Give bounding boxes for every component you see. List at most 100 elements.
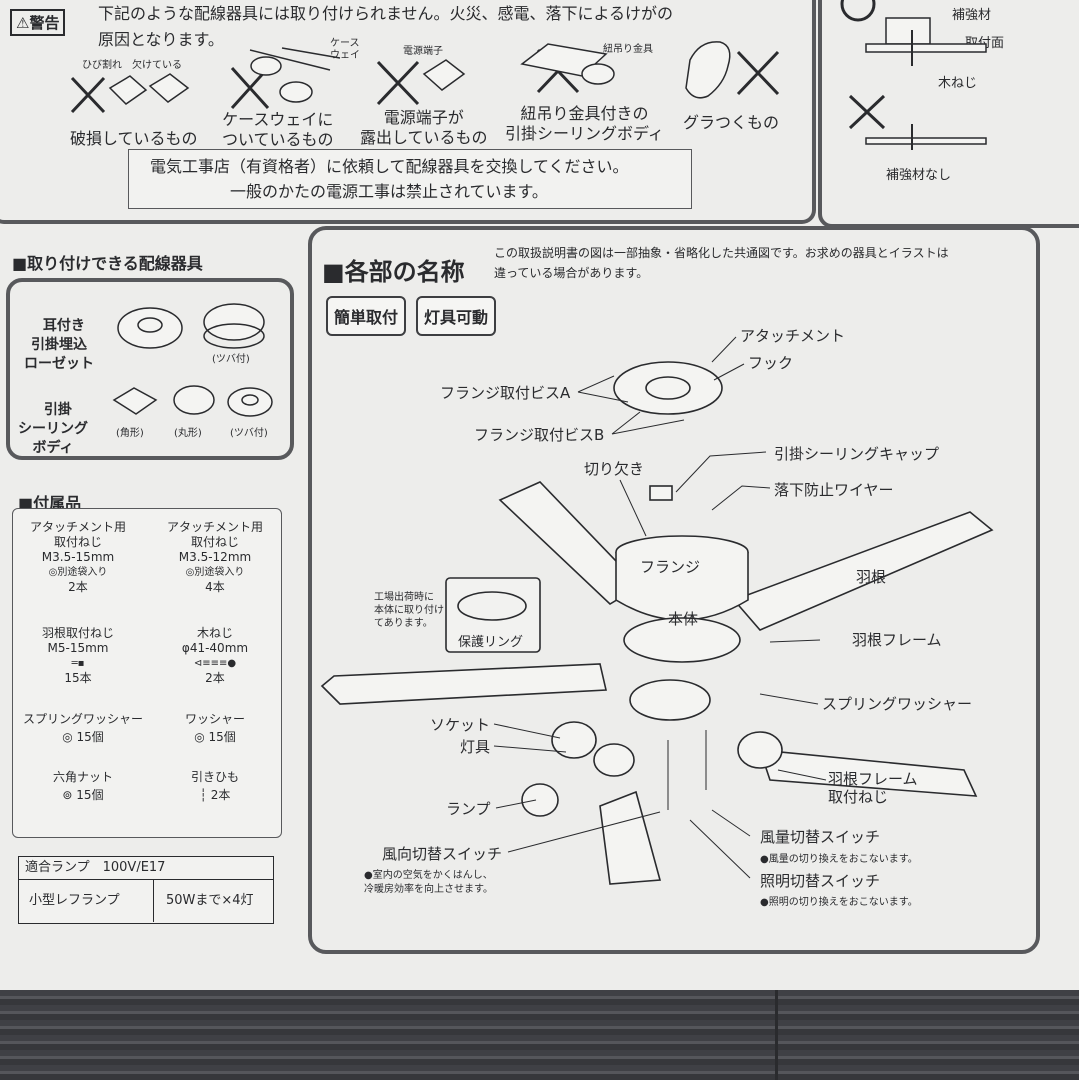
label-ring: 保護リング (458, 635, 524, 650)
accessory-item: 六角ナット ⊚ 15個 (18, 768, 148, 804)
parts-note-1: この取扱説明書の図は一部抽象・省略化した共通図です。お求めの器具とイラストは (494, 246, 949, 260)
accessory-qty: 15個 (76, 788, 104, 802)
accessory-item: 引きひも ┆ 2本 (150, 768, 280, 804)
accessory-spec: M3.5-12mm (178, 550, 252, 564)
ceiling-body-label-text: 引掛 シーリング ボディ (18, 402, 88, 456)
warning-item-caseway: ケースウェイに ついているもの (222, 110, 334, 150)
label-fall-wire: 落下防止ワイヤー (774, 481, 894, 499)
warning-item-caseway-l2: ついているもの (222, 130, 334, 149)
warning-item-caseway-l1: ケースウェイに (222, 110, 334, 129)
type-flange: (ツバ付) (230, 428, 268, 439)
accessory-qty: 2本 (205, 671, 225, 685)
accessory-qty: 2本 (68, 580, 88, 594)
notice-box (128, 149, 692, 209)
ceiling-body-label: 引掛 シーリング ボディ (18, 382, 88, 458)
accessory-name: アタッチメント用 取付ねじ (29, 520, 126, 549)
label-ceiling-cap: 引掛シーリングキャップ (774, 445, 940, 463)
label-lamp: ランプ (446, 800, 491, 818)
accessory-qty: 2本 (210, 788, 231, 802)
label-flange: フランジ (640, 558, 701, 576)
accessories-box (12, 508, 282, 838)
accessory-name: 木ねじ (196, 626, 233, 640)
warning-badge: ⚠警告 (10, 9, 66, 36)
lamp-spec: 50Wまで×4灯 (166, 893, 254, 908)
accessory-name: アタッチメント用 取付ねじ (166, 520, 263, 549)
warning-item-terminal: 電源端子が 露出しているもの (360, 108, 488, 148)
accessory-spec: M3.5-15mm (41, 550, 115, 564)
lamp-table: 適合ランプ 100V/E17 小型レフランプ 50Wまで×4灯 (18, 856, 274, 924)
accessory-item: アタッチメント用 取付ねじ M3.5-12mm ◎別途袋入り 4本 (150, 520, 280, 595)
label-frame-screw-1: 羽根フレーム (828, 770, 918, 788)
accessory-item: ワッシャー ◎ 15個 (150, 710, 280, 746)
accessory-qty: 15個 (76, 730, 104, 744)
accessory-spec: M5-15mm (47, 641, 109, 655)
warning-text-2: 原因となります。 (98, 30, 224, 49)
accessory-note: ◎別途袋入り (185, 567, 245, 578)
reinforce-label: 補強材 (952, 8, 992, 23)
caseway-label: ケース ウェイ (330, 38, 360, 62)
accessory-qty-row: ⊚ 15個 (62, 788, 104, 802)
accessory-name: 六角ナット (52, 770, 113, 784)
rosette-label-text: 耳付き 引掛埋込 ローゼット (24, 318, 94, 372)
warning-item-hanger-l1: 紐吊り金具付きの (520, 104, 649, 123)
label-blade-frame: 羽根フレーム (852, 631, 942, 649)
label-direction-note-2: 冷暖房効率を向上させます。 (364, 884, 493, 895)
warning-text-1: 下記のような配線器具には取り付けられません。火災、感電、落下によるけがの (98, 4, 674, 23)
table-surface (0, 990, 1079, 1080)
parts-title: ■各部の名称 (322, 258, 465, 286)
accessory-note-text: 別途袋入り (194, 567, 245, 578)
accessory-spec: φ41-40mm (181, 641, 249, 655)
warning-item-terminal-l2: 露出しているもの (360, 128, 488, 147)
label-direction-switch: 風向切替スイッチ (382, 845, 503, 863)
tag-easy-mount: 簡単取付 (326, 296, 407, 336)
label-body: 本体 (668, 610, 699, 628)
accessory-qty-row: ┆ 2本 (199, 788, 231, 802)
compatible-drawings (112, 303, 273, 417)
label-blade: 羽根 (856, 568, 887, 586)
wood-screw-icon: ⊲≡≡≡● (193, 658, 237, 669)
parts-panel (308, 226, 1040, 954)
warning-item-broken: 破損しているもの (70, 125, 198, 149)
warning-item-hanger-l2: 引掛シーリングボディ (505, 124, 664, 143)
label-factory-2: 本体に取り付け (374, 605, 444, 616)
no-reinforce-label: 補強材なし (886, 168, 952, 183)
accessory-qty: 15本 (64, 671, 92, 685)
accessory-note: ◎別途袋入り (48, 567, 108, 578)
label-wind-note: ●風量の切り換えをおこないます。 (760, 854, 918, 865)
compatible-box (6, 278, 294, 460)
accessory-name: 引きひも (190, 770, 239, 784)
label-socket: ソケット (430, 716, 491, 734)
label-direction-note-1: ●室内の空気をかくはんし、 (364, 870, 493, 881)
accessory-qty-row: ◎ 15個 (62, 730, 104, 744)
label-light: 灯具 (460, 738, 491, 756)
label-frame-screw-2: 取付ねじ (828, 788, 889, 806)
notice-text-1: 電気工事店（有資格者）に依頼して配線器具を交換してください。 (150, 157, 629, 176)
type-round: (丸形) (174, 428, 202, 439)
lamp-table-row: 小型レフランプ 50Wまで×4灯 (19, 880, 273, 922)
fan-illustration (320, 336, 994, 885)
label-light-switch: 照明切替スイッチ (760, 872, 881, 890)
lamp-table-header: 適合ランプ 100V/E17 (19, 857, 273, 880)
warning-panel (0, 0, 816, 224)
hanger-label: 紐吊り金具 (603, 44, 653, 55)
warning-item-loose: グラつくもの (683, 113, 780, 132)
table-seam (775, 990, 778, 1080)
screw-label: 木ねじ (938, 76, 978, 91)
label-factory-3: てあります。 (374, 618, 433, 629)
label-flange-screw-a: フランジ取付ビスA (440, 384, 571, 402)
accessory-note-text: 別途袋入り (57, 567, 108, 578)
crack-label: ひび割れ (82, 60, 122, 71)
accessory-name: ワッシャー (184, 712, 245, 726)
compatible-title: ■取り付けできる配線器具 (12, 254, 203, 273)
terminal-label: 電源端子 (403, 46, 443, 57)
type-square: (角形) (116, 428, 144, 439)
tag-movable-light: 灯具可動 (416, 296, 497, 336)
lamp-type: 小型レフランプ (19, 880, 154, 922)
label-flange-screw-b: フランジ取付ビスB (474, 426, 605, 444)
caseway-label-text: ケース ウェイ (330, 38, 360, 61)
label-notch: 切り欠き (584, 460, 645, 478)
accessory-item: 木ねじ φ41-40mm ⊲≡≡≡● 2本 (150, 626, 280, 686)
label-attachment: アタッチメント (740, 327, 846, 345)
accessory-qty: 4本 (205, 580, 225, 594)
label-spring-washer: スプリングワッシャー (822, 695, 973, 713)
